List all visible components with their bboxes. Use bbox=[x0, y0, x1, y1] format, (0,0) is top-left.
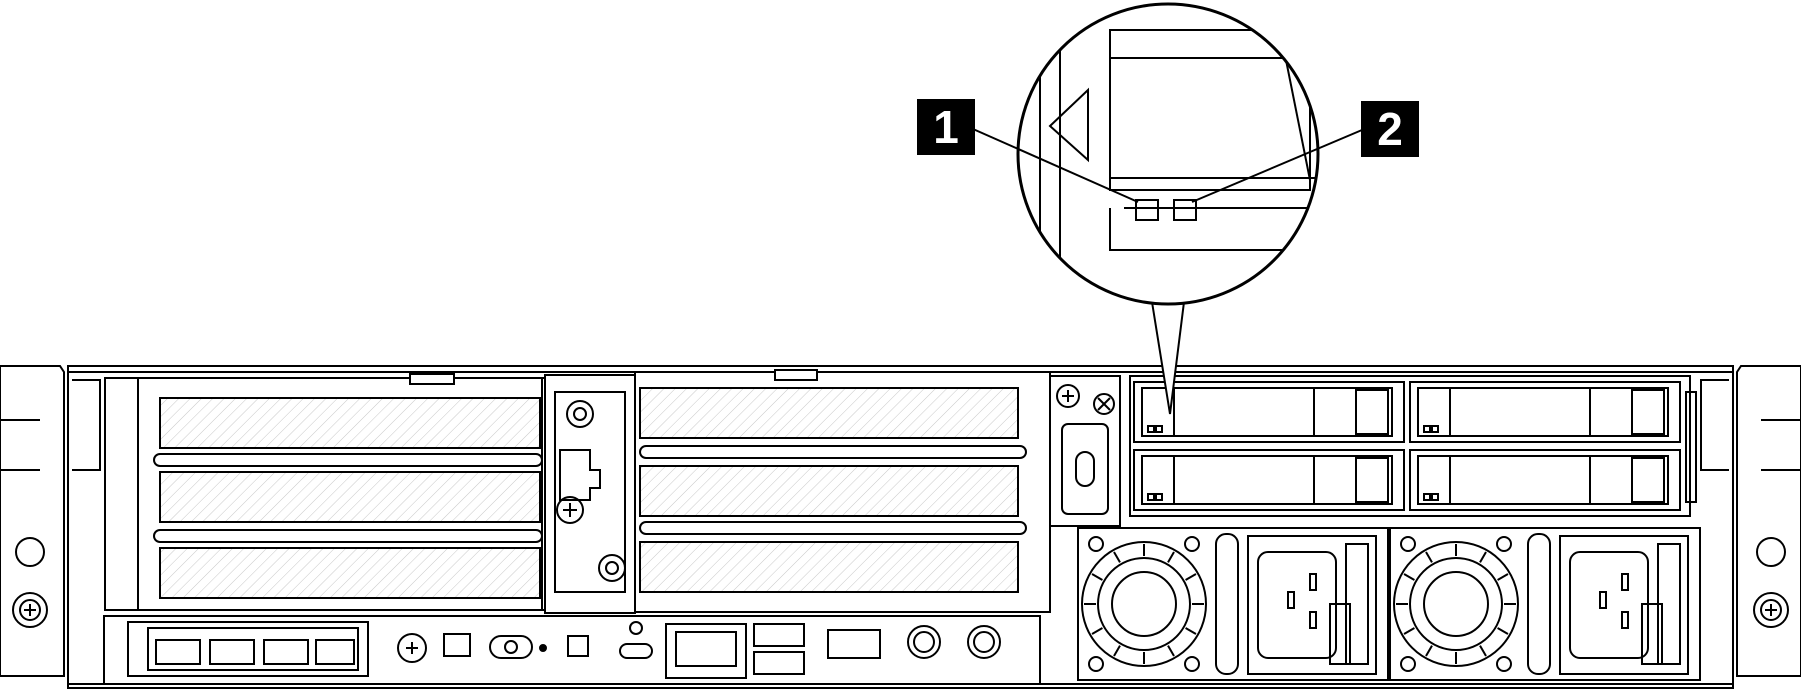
pcie-riser-left bbox=[104, 373, 546, 611]
led-icon bbox=[1147, 493, 1155, 501]
led-icon bbox=[539, 644, 547, 652]
thumbscrew-icon bbox=[1496, 656, 1512, 672]
led-icon bbox=[1135, 199, 1159, 221]
power-supply bbox=[1077, 527, 1389, 681]
led-icon bbox=[1423, 425, 1431, 433]
drive-bays bbox=[1133, 381, 1681, 511]
drive-bay-icon bbox=[1409, 381, 1681, 443]
thumbscrew-icon bbox=[1184, 656, 1200, 672]
led-icon bbox=[1431, 493, 1439, 501]
led-icon bbox=[1155, 493, 1163, 501]
latch-bracket bbox=[1049, 375, 1121, 527]
drive-bay-icon bbox=[1133, 449, 1405, 511]
drive-bay-icon bbox=[1133, 381, 1405, 443]
magnifier-circle bbox=[1016, 2, 1320, 415]
led-icon bbox=[1173, 199, 1197, 221]
left-rack-ear bbox=[0, 365, 65, 677]
id-icon bbox=[567, 635, 589, 657]
io-panel bbox=[103, 615, 1041, 685]
usb-c-icon bbox=[619, 643, 653, 659]
led-icon bbox=[1155, 425, 1163, 433]
pcie-slot bbox=[639, 387, 1019, 593]
led-icon bbox=[1431, 425, 1439, 433]
thumbscrew-icon bbox=[1088, 656, 1104, 672]
led-icon bbox=[1147, 425, 1155, 433]
power-supply bbox=[1389, 527, 1701, 681]
thumbscrew-icon bbox=[1400, 656, 1416, 672]
ocp-module bbox=[127, 621, 369, 677]
right-rack-ear bbox=[1736, 365, 1801, 677]
power-icon bbox=[489, 635, 533, 659]
leader-lines bbox=[972, 128, 1363, 203]
pcie-slot bbox=[159, 397, 541, 599]
power-supplies bbox=[1077, 527, 1701, 681]
thumbscrew-icon bbox=[1088, 536, 1104, 552]
callout-2: 2 bbox=[1361, 101, 1419, 157]
led-icon bbox=[1423, 493, 1431, 501]
pcie-riser-right bbox=[634, 369, 1051, 613]
thumbscrew-icon bbox=[1184, 536, 1200, 552]
riser-bracket bbox=[544, 374, 636, 614]
drive-bay-icon bbox=[1409, 449, 1681, 511]
rj45-icon bbox=[155, 639, 355, 665]
rj45-icon bbox=[665, 623, 747, 679]
thumbscrew-icon bbox=[1400, 536, 1416, 552]
thumbscrew-icon bbox=[1496, 536, 1512, 552]
callout-1: 1 bbox=[917, 99, 975, 155]
usb-a-icon bbox=[443, 633, 471, 657]
